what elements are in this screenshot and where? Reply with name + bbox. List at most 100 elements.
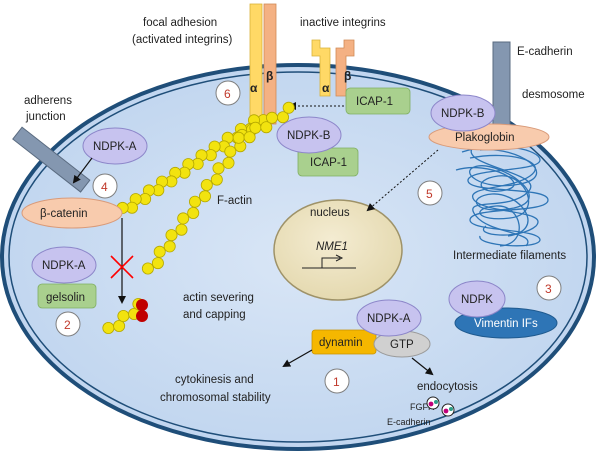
adherens-label-1: adherens (24, 95, 72, 107)
transcription-start-icon (302, 257, 356, 269)
ndpk-vimentin-label: NDPK (461, 294, 493, 306)
beta-catenin (21, 197, 123, 229)
ndpk-a-dynamin (356, 299, 422, 337)
actin-monomer (188, 195, 201, 208)
step-badge-6: 6 (215, 80, 241, 106)
ndpk-b-cytoplasm-label: NDPK-B (287, 130, 331, 142)
actin-monomer (187, 206, 200, 219)
desmosome-label: desmosome (522, 89, 585, 101)
intermediate-filaments-label: Intermediate filaments (453, 250, 566, 262)
alpha-integrin-activated (249, 3, 263, 125)
inactive-integrins-label: inactive integrins (300, 17, 386, 29)
f-actin-label: F-actin (217, 195, 252, 207)
step-badge-3: 3 (536, 275, 562, 301)
gtp-label: GTP (390, 339, 414, 351)
ndpk-vimentin (448, 280, 506, 318)
beta-subunit-label-inactive: β (344, 69, 351, 83)
capping-protein-icon (136, 310, 148, 322)
dynamin-to-endocytosis-arrow (411, 357, 434, 376)
nucleus-label: nucleus (310, 207, 350, 219)
svg-text:5: 5 (426, 187, 433, 201)
dynamin-to-cytokinesis-arrow (282, 349, 313, 367)
svg-text:3: 3 (545, 282, 552, 296)
icap1-membrane (345, 87, 411, 115)
alpha-subunit-label-inactive: α (322, 81, 330, 95)
actin-monomer (175, 223, 188, 236)
actin-monomer (224, 145, 237, 158)
dynamin-label: dynamin (319, 337, 362, 349)
actin-monomer (117, 309, 130, 322)
fgfr-label: FGFR (410, 402, 435, 412)
actin-monomer (276, 111, 289, 124)
ndpk-a-gelsolin (31, 246, 97, 284)
e-cadherin-desmosome-rod (492, 41, 511, 131)
nucleus (273, 199, 403, 301)
f-actin-filaments (102, 101, 295, 334)
transcription-arrow-icon (335, 254, 344, 262)
actin-severing-label-1: actin severing (183, 292, 254, 304)
cytokinesis-label-1: cytokinesis and (175, 374, 254, 386)
adherens-label-2: junction (25, 111, 66, 123)
actin-monomer (102, 321, 115, 334)
step-badge-5: 5 (417, 180, 443, 206)
beta-catenin-label: β-catenin (40, 208, 88, 220)
intermediate-filaments-tangle (455, 145, 549, 247)
ndpk-b-desmosome-label: NDPK-B (441, 108, 485, 120)
actin-monomer (265, 111, 278, 124)
cell-membrane-inner (8, 71, 588, 443)
actin-monomer (163, 240, 176, 253)
ndpk-a-adherens (82, 127, 148, 165)
actin-monomer (198, 190, 211, 203)
icap1-cytoplasm-label: ICAP-1 (310, 157, 347, 169)
actin-monomer (222, 156, 235, 169)
actin-monomer (153, 245, 166, 258)
actin-monomer (151, 257, 164, 270)
actin-monomer (212, 162, 225, 175)
actin-monomer (249, 121, 262, 134)
step-badge-1: 1 (324, 368, 350, 394)
gelsolin-label: gelsolin (46, 292, 85, 304)
actin-monomer (165, 229, 178, 242)
actin-monomer (282, 101, 295, 114)
endocytic-vesicle-icon (441, 403, 455, 417)
ndpk-a-to-catenin-arrow (72, 157, 93, 184)
step-badge-2: 2 (55, 311, 81, 337)
gelsolin (37, 283, 97, 309)
svg-text:4: 4 (101, 180, 108, 194)
alpha-integrin-inactive (311, 39, 331, 97)
adherens-cadherin-rod (12, 126, 91, 193)
plakoglobin-to-nucleus-arrow (366, 149, 439, 212)
actin-monomer (232, 131, 245, 144)
e-cadherin-bottom-label: E-cadherin (387, 417, 431, 427)
actin-monomer (210, 173, 223, 186)
ndpk-b-cytoplasm (276, 116, 342, 154)
step-badge-4: 4 (92, 173, 118, 199)
endocytosis-label: endocytosis (417, 381, 478, 393)
actin-monomer (243, 131, 256, 144)
actin-monomer (260, 121, 273, 134)
actin-monomer (177, 212, 190, 225)
vimentin-label: Vimentin IFs (474, 318, 538, 330)
svg-text:1: 1 (333, 375, 340, 389)
icap1-membrane-label: ICAP-1 (356, 96, 393, 108)
plakoglobin-label: Plakoglobin (455, 132, 514, 144)
beta-integrin-activated (263, 3, 277, 125)
beta-subunit-label-activated: β (266, 69, 273, 83)
actin-monomer (200, 178, 213, 191)
cytokinesis-label-2: chromosomal stability (160, 392, 271, 404)
alpha-subunit-label-activated: α (250, 81, 258, 95)
ndpk-b-desmosome (430, 94, 496, 132)
actin-severing-label-2: and capping (183, 309, 246, 321)
ndpk-a-gelsolin-label: NDPK-A (42, 260, 86, 272)
endocytic-vesicle-icon (426, 396, 440, 410)
ndpk-a-adherens-label: NDPK-A (93, 141, 137, 153)
svg-text:2: 2 (64, 318, 71, 332)
focal-adhesion-label-1: focal adhesion (143, 17, 217, 29)
e-cadherin-top-label: E-cadherin (517, 46, 573, 58)
inhibition-cross-icon (110, 255, 134, 279)
nme1-gene-label: NME1 (316, 241, 348, 253)
actin-monomer (141, 262, 154, 275)
svg-text:6: 6 (224, 87, 231, 101)
